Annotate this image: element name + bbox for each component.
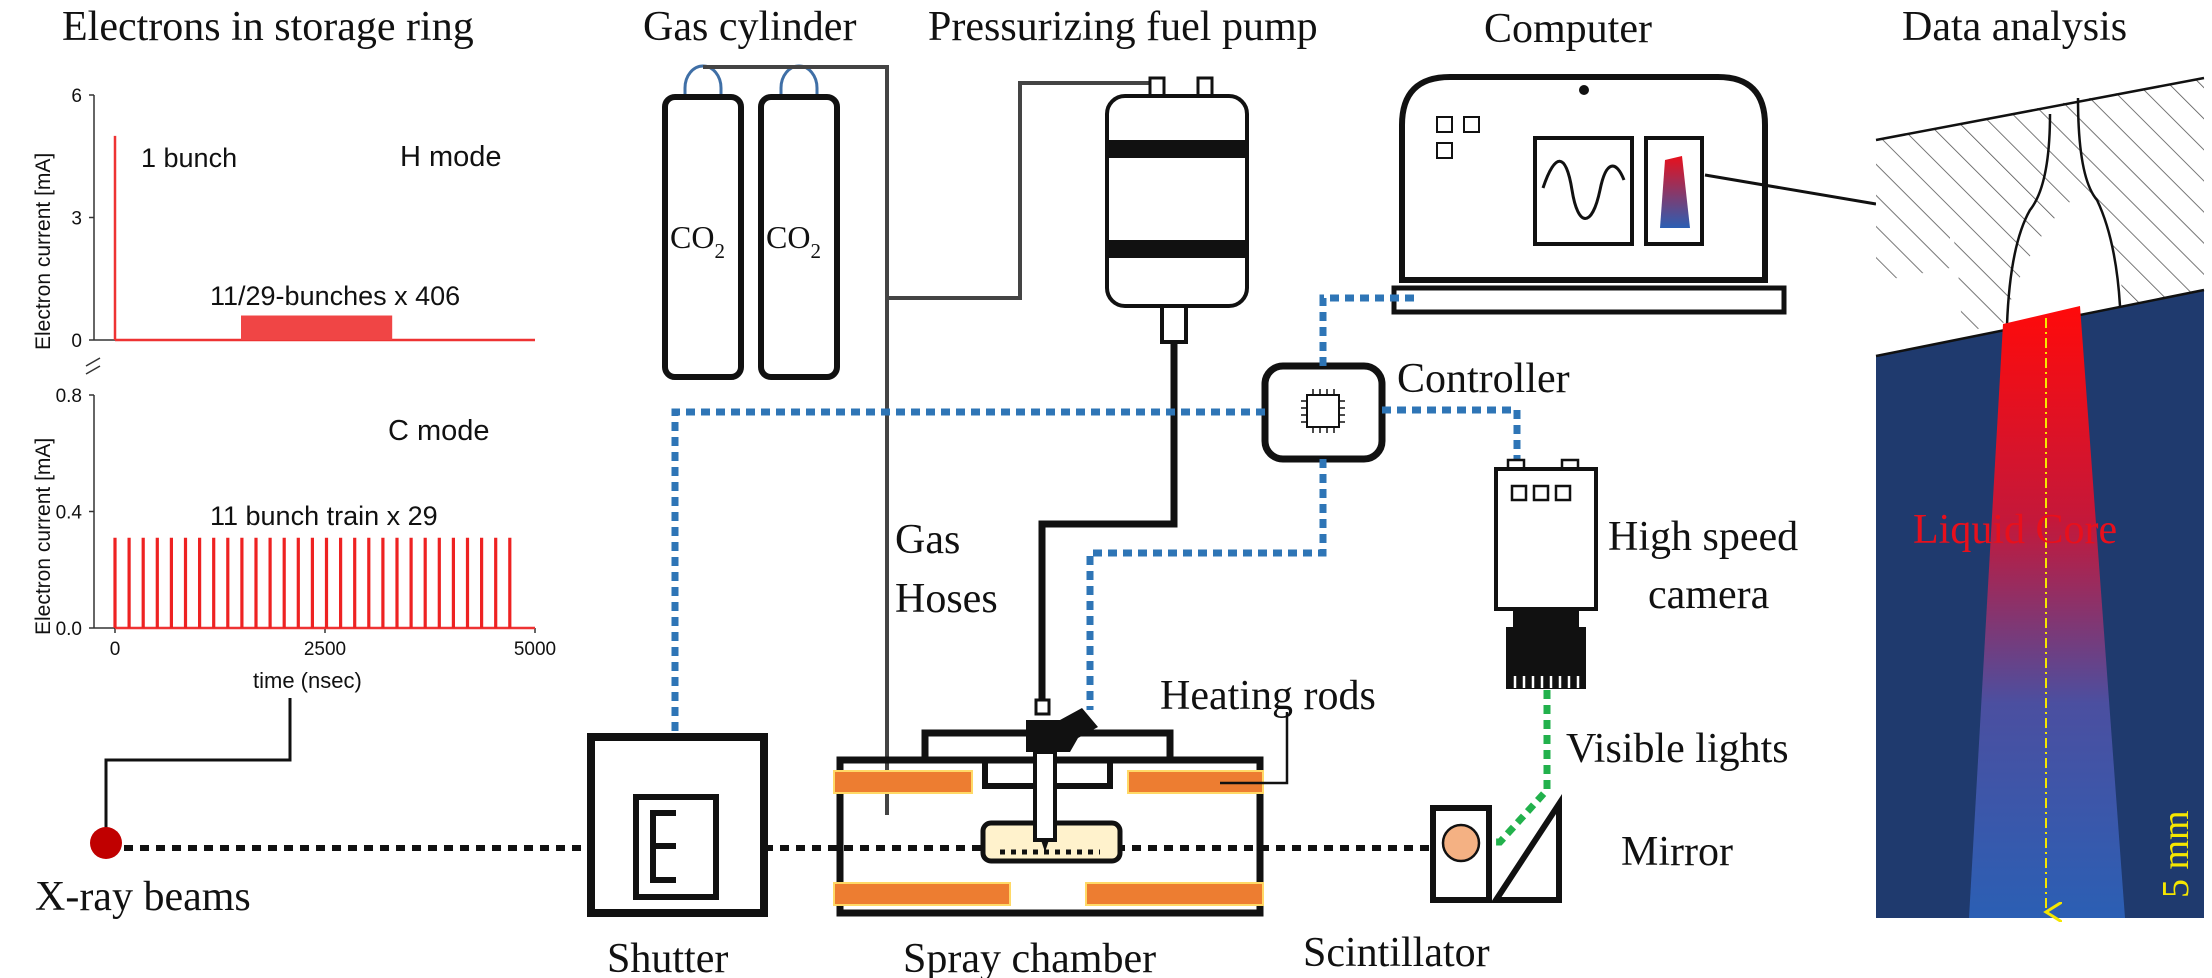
visible-lights-label: Visible lights [1566,726,1789,772]
gas-cylinder-1: CO2 [662,64,744,380]
y-tick-label: 6 [71,86,82,107]
x-tick-label: 2500 [304,639,346,660]
heating-rods-leader [1220,712,1289,785]
shutter [587,733,768,917]
waveform-icon [1541,159,1626,220]
cylinder-2-label: CO2 [766,219,821,263]
nozzle-hatching [2078,78,2204,306]
multi-bunch-block [241,315,393,340]
x-tick-label: 5000 [514,639,556,660]
spray-chamber-label: Spray chamber [903,936,1156,978]
gas-hoses-label-2: Hoses [895,576,998,622]
y-tick-label: 0.8 [56,386,82,407]
computer-to-analysis-line [1704,173,1877,206]
spray-thumbnail-icon [1660,156,1690,228]
chart-h-annotation-1: 1 bunch [141,143,237,173]
chart-c-annotation: 11 bunch train x 29 [210,501,438,531]
electrons-title: Electrons in storage ring [62,4,474,50]
fuel-injector [1026,698,1098,852]
chart-c-xlabel: time (nsec) [253,668,362,693]
mirror [1490,793,1562,903]
heating-rod [1085,882,1264,906]
cylinder-1-label: CO2 [670,219,725,263]
xray-source [90,827,122,859]
high-speed-camera [1494,458,1598,689]
controller-label: Controller [1397,356,1570,402]
heating-rods-label: Heating rods [1160,673,1376,719]
chart-h-title: H mode [400,141,502,173]
waveform-window [1533,136,1634,246]
xray-beams-label: X-ray beams [35,874,251,920]
fuel-pump [1105,76,1249,344]
axis-break-mark [85,357,101,375]
spray-chamber [833,698,1264,917]
xray-leader-line [104,698,292,838]
chart-c-title: C mode [388,415,490,447]
fuel-pump-title: Pressurizing fuel pump [928,4,1318,50]
nozzle-hatching [1876,100,2078,332]
chart-h-mode: 0 3 6 Electron current [mA] H mode 1 bunch… [32,86,535,352]
gas-cylinder-2: CO2 [758,64,840,380]
mirror-label: Mirror [1621,829,1733,875]
computer-title: Computer [1484,6,1652,52]
controller [1261,362,1386,463]
gas-hoses-label-1: Gas [895,517,960,563]
heating-rod [833,882,1011,906]
gas-cylinder-title: Gas cylinder [643,4,856,50]
camera-label-2: camera [1648,572,1770,618]
scintillator [1430,805,1492,903]
y-tick-label: 0 [71,331,82,352]
shutter-label: Shutter [607,936,728,978]
liquid-core-label: Liquid Core [1913,507,2117,553]
gas-hose [703,65,889,815]
chart-h-annotation-2: 11/29-bunches x 406 [210,281,460,311]
camera-label-1: High speed [1608,514,1798,560]
fuel-line [1038,342,1178,700]
y-tick-label: 3 [71,209,82,230]
y-tick-label: 0.0 [56,619,82,640]
chart-c-ylabel: Electron current [mA] [32,438,55,635]
chart-h-ylabel: Electron current [mA] [32,153,55,350]
scintillator-label: Scintillator [1303,930,1490,976]
chip-icon [1301,389,1345,433]
data-analysis-title: Data analysis [1902,4,2127,50]
control-cables [671,294,1521,790]
computer [1391,74,1787,315]
data-analysis-panel: Liquid Core 5 mm [1875,76,2205,918]
x-tick-label: 0 [110,639,121,660]
scale-label: 5 mm [2155,810,2197,898]
chart-c-mode: 0.0 0.4 0.8 0 2500 5000 Electron current [mA]… [32,386,556,693]
heating-rod [833,770,973,794]
y-tick-label: 0.4 [56,503,83,524]
